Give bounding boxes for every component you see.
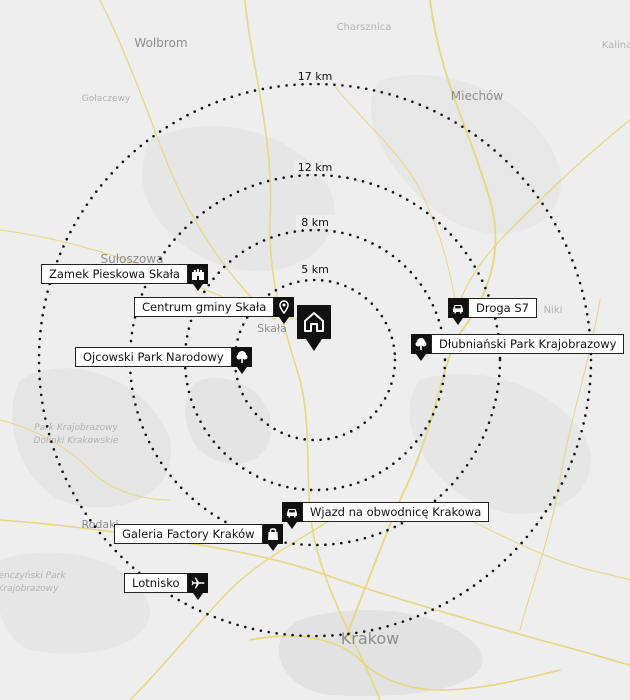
shopping-bag-icon <box>267 528 278 540</box>
poi-zamek-pieskowa-skala[interactable]: Zamek Pieskowa Skała <box>41 264 208 291</box>
town-label: Miechów <box>451 89 504 103</box>
town-label: Charsznica <box>337 22 392 33</box>
town-labels: Charsznica Wolbrom Kalina Gołaczewy Miec… <box>0 22 630 648</box>
poi-pin <box>411 334 431 361</box>
poi-label: Galeria Factory Kraków <box>114 524 263 544</box>
ring-label: 8 km <box>301 216 329 229</box>
poi-pin <box>282 502 302 529</box>
ring-5km <box>233 278 397 442</box>
poi-pin <box>187 573 208 600</box>
poi-wjazd-obwodnica[interactable]: Wjazd na obwodnicę Krakowa <box>282 502 490 529</box>
ring-12km <box>128 173 502 547</box>
town-label: Niki <box>544 305 563 316</box>
town-label: Skała <box>257 322 287 335</box>
airplane-icon <box>191 577 204 589</box>
home-marker[interactable] <box>297 305 331 351</box>
tree-icon <box>236 351 248 363</box>
poi-ojcowski-park-narodowy[interactable]: Ojcowski Park Narodowy <box>75 347 252 374</box>
poi-label: Wjazd na obwodnicę Krakowa <box>302 502 490 522</box>
location-pin-icon <box>279 300 290 314</box>
poi-centrum-gminy-skala[interactable]: Centrum gminy Skała <box>134 297 295 324</box>
tree-icon <box>415 338 427 350</box>
poi-pin <box>274 297 295 324</box>
castle-icon <box>191 269 204 280</box>
poi-pin <box>448 298 468 325</box>
poi-label: Centrum gminy Skała <box>134 297 275 317</box>
poi-lotnisko[interactable]: Lotnisko <box>124 573 208 600</box>
town-label: Sułoszowa <box>100 252 163 266</box>
town-label: Gołaczewy <box>82 94 131 104</box>
poi-droga-s7[interactable]: Droga S7 <box>448 298 537 325</box>
town-label: Kalina <box>602 40 630 51</box>
poi-galeria-factory[interactable]: Galeria Factory Kraków <box>114 524 283 551</box>
poi-label: Droga S7 <box>468 298 537 318</box>
town-label: enczyński Park <box>0 571 66 581</box>
poi-label: Ojcowski Park Narodowy <box>75 347 232 367</box>
poi-pin <box>262 524 283 551</box>
car-icon <box>287 509 297 518</box>
town-label: Krajobrazowy <box>0 584 59 594</box>
town-label: Rodaki <box>81 518 118 531</box>
ring-label: 5 km <box>301 263 329 276</box>
poi-pin <box>231 347 252 374</box>
town-label: Park Krajobrazowy <box>34 423 118 433</box>
ring-17km <box>37 82 593 638</box>
poi-label: Lotnisko <box>124 573 188 593</box>
poi-dlubnianski-park[interactable]: Dłubniański Park Krajobrazowy <box>411 334 625 361</box>
town-label: Wolbrom <box>134 36 187 50</box>
town-label: Krakow <box>341 629 399 648</box>
ring-label: 12 km <box>298 161 333 174</box>
poi-label: Dłubniański Park Krajobrazowy <box>431 334 625 354</box>
ring-label: 17 km <box>298 70 333 83</box>
town-label: Dolinki Krakowskie <box>34 436 119 446</box>
poi-pin <box>187 264 208 291</box>
home-icon <box>304 312 324 332</box>
poi-label: Zamek Pieskowa Skała <box>41 264 188 284</box>
car-icon <box>453 305 463 314</box>
